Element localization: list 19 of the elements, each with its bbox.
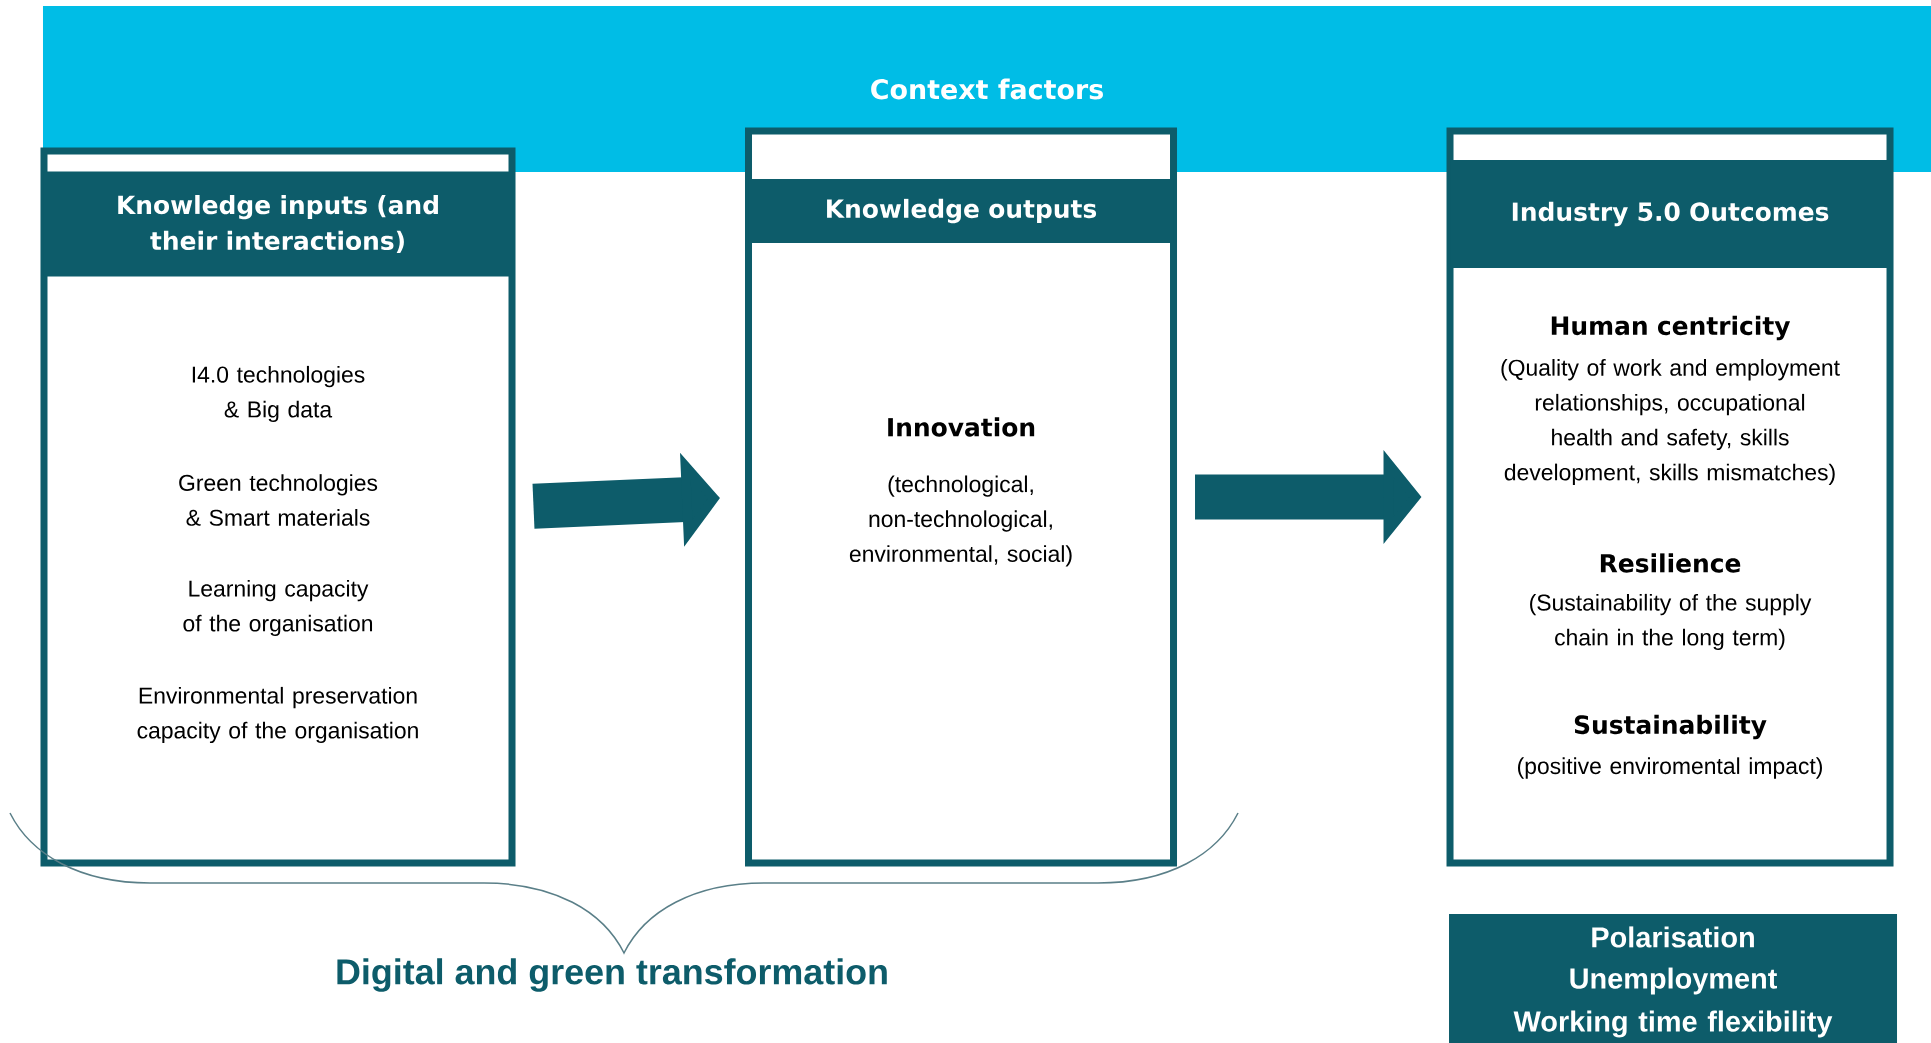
brace-label: Digital and green transformation	[337, 958, 887, 992]
item-heading: Innovation	[888, 417, 1035, 437]
description-text: I4.0 technologies & Big data	[192, 365, 365, 423]
description-text: (Quality of work and employment relationships, occupational health and safety, skills development, skills mismatches)	[1501, 359, 1840, 485]
description-text: (positive enviromental impact)	[1518, 757, 1822, 779]
outcome-text: Working time flexibility	[1513, 1010, 1833, 1038]
description-text: (Sustainability of the supply chain in the long term)	[1530, 593, 1812, 651]
description-text: Environmental preservation capacity of the organisation	[137, 686, 418, 744]
item-heading: Human centricity	[1551, 315, 1791, 341]
outcome-text: Polarisation	[1592, 926, 1754, 948]
description-text: (technological, non-technological, environmental, social)	[849, 475, 1072, 567]
item-heading: Sustainability	[1574, 714, 1767, 740]
outcome-text: Unemployment	[1570, 967, 1777, 995]
box-header: Knowledge inputs (and their interactions)	[44, 171, 512, 277]
box-header: Knowledge outputs	[748, 179, 1174, 243]
description-text: Green technologies & Smart materials	[179, 474, 378, 526]
item-heading: Resilience	[1600, 553, 1741, 573]
box-header: Industry 5.0 Outcomes	[1450, 160, 1890, 268]
description-text: Learning capacity of the organisation	[183, 579, 372, 637]
